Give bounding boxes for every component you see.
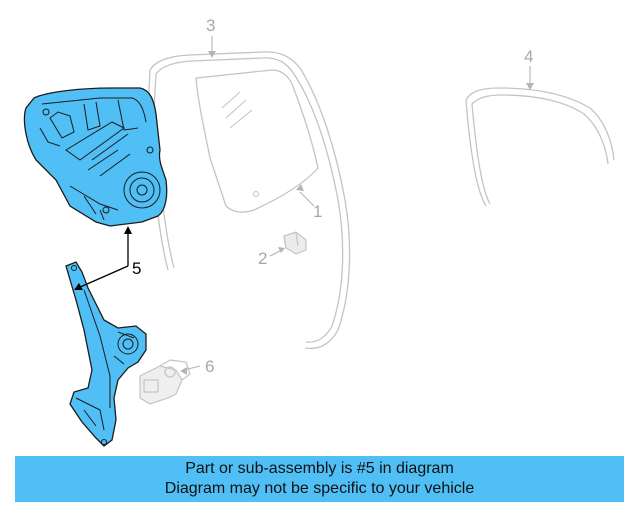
- callout-6: 6: [205, 357, 214, 376]
- banner-part-line: Part or sub-assembly is #5 in diagram: [185, 460, 454, 477]
- callout-4: 4: [524, 47, 533, 66]
- part-1-door-glass: [195, 69, 319, 213]
- leader-lines: [74, 36, 534, 375]
- part-2-fastener: [283, 231, 307, 255]
- callout-5: 5: [132, 259, 141, 278]
- leader-line-5: [74, 226, 132, 290]
- leader-line-1: [299, 191, 315, 207]
- banner-disclaimer-line: Diagram may not be specific to your vehi…: [164, 480, 475, 497]
- info-banner: Part or sub-assembly is #5 in diagram Di…: [15, 456, 624, 502]
- parts-diagram: 1 2 3 4 5 6: [23, 16, 615, 447]
- part-4-weatherstrip: [465, 87, 615, 207]
- part-6-regulator-motor: [139, 359, 191, 405]
- callout-3: 3: [206, 16, 215, 35]
- part-5-regulator-rail-lower: [65, 261, 147, 447]
- part-3-glass-run-channel: [147, 51, 351, 350]
- callout-1: 1: [313, 202, 322, 221]
- part-5-regulator-panel-upper: [23, 87, 168, 227]
- callout-2: 2: [258, 249, 267, 268]
